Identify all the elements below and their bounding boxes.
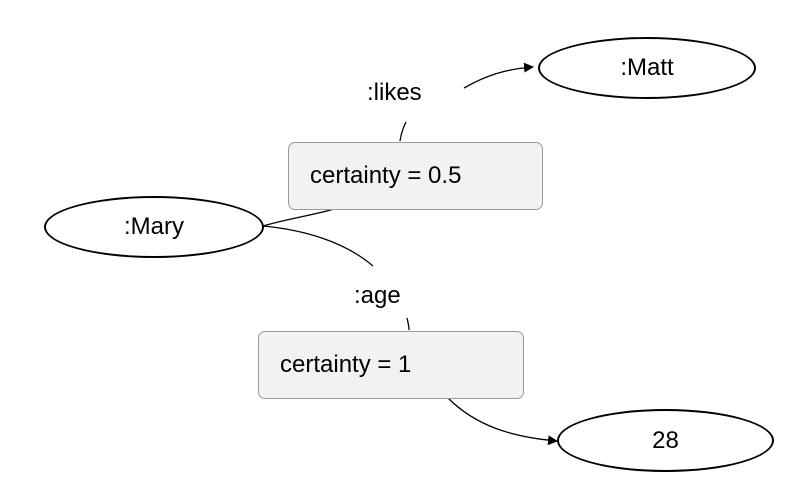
edge-label-age: :age [354, 282, 401, 309]
node-age-value-label: 28 [652, 426, 679, 454]
node-mary-label: :Mary [124, 213, 184, 240]
annotation-age-certainty-text: certainty = 1 [280, 351, 412, 378]
edge-label-likes: :likes [367, 79, 422, 106]
annotation-likes-certainty-text: certainty = 0.5 [310, 162, 462, 189]
age-edge-tick [406, 317, 410, 331]
annotation-likes-certainty: certainty = 0.5 [288, 142, 543, 210]
node-matt: :Matt [538, 37, 756, 99]
likes-edge-arrow [463, 62, 534, 89]
age-edge-arrow [447, 397, 558, 446]
node-matt-label: :Matt [620, 54, 674, 81]
age-edge-upper [262, 225, 374, 267]
annotation-age-certainty: certainty = 1 [258, 331, 524, 399]
node-mary: :Mary [44, 196, 264, 258]
node-age-value: 28 [557, 409, 774, 472]
likes-edge-lower [262, 207, 338, 227]
likes-edge-upper-tick [399, 121, 407, 142]
